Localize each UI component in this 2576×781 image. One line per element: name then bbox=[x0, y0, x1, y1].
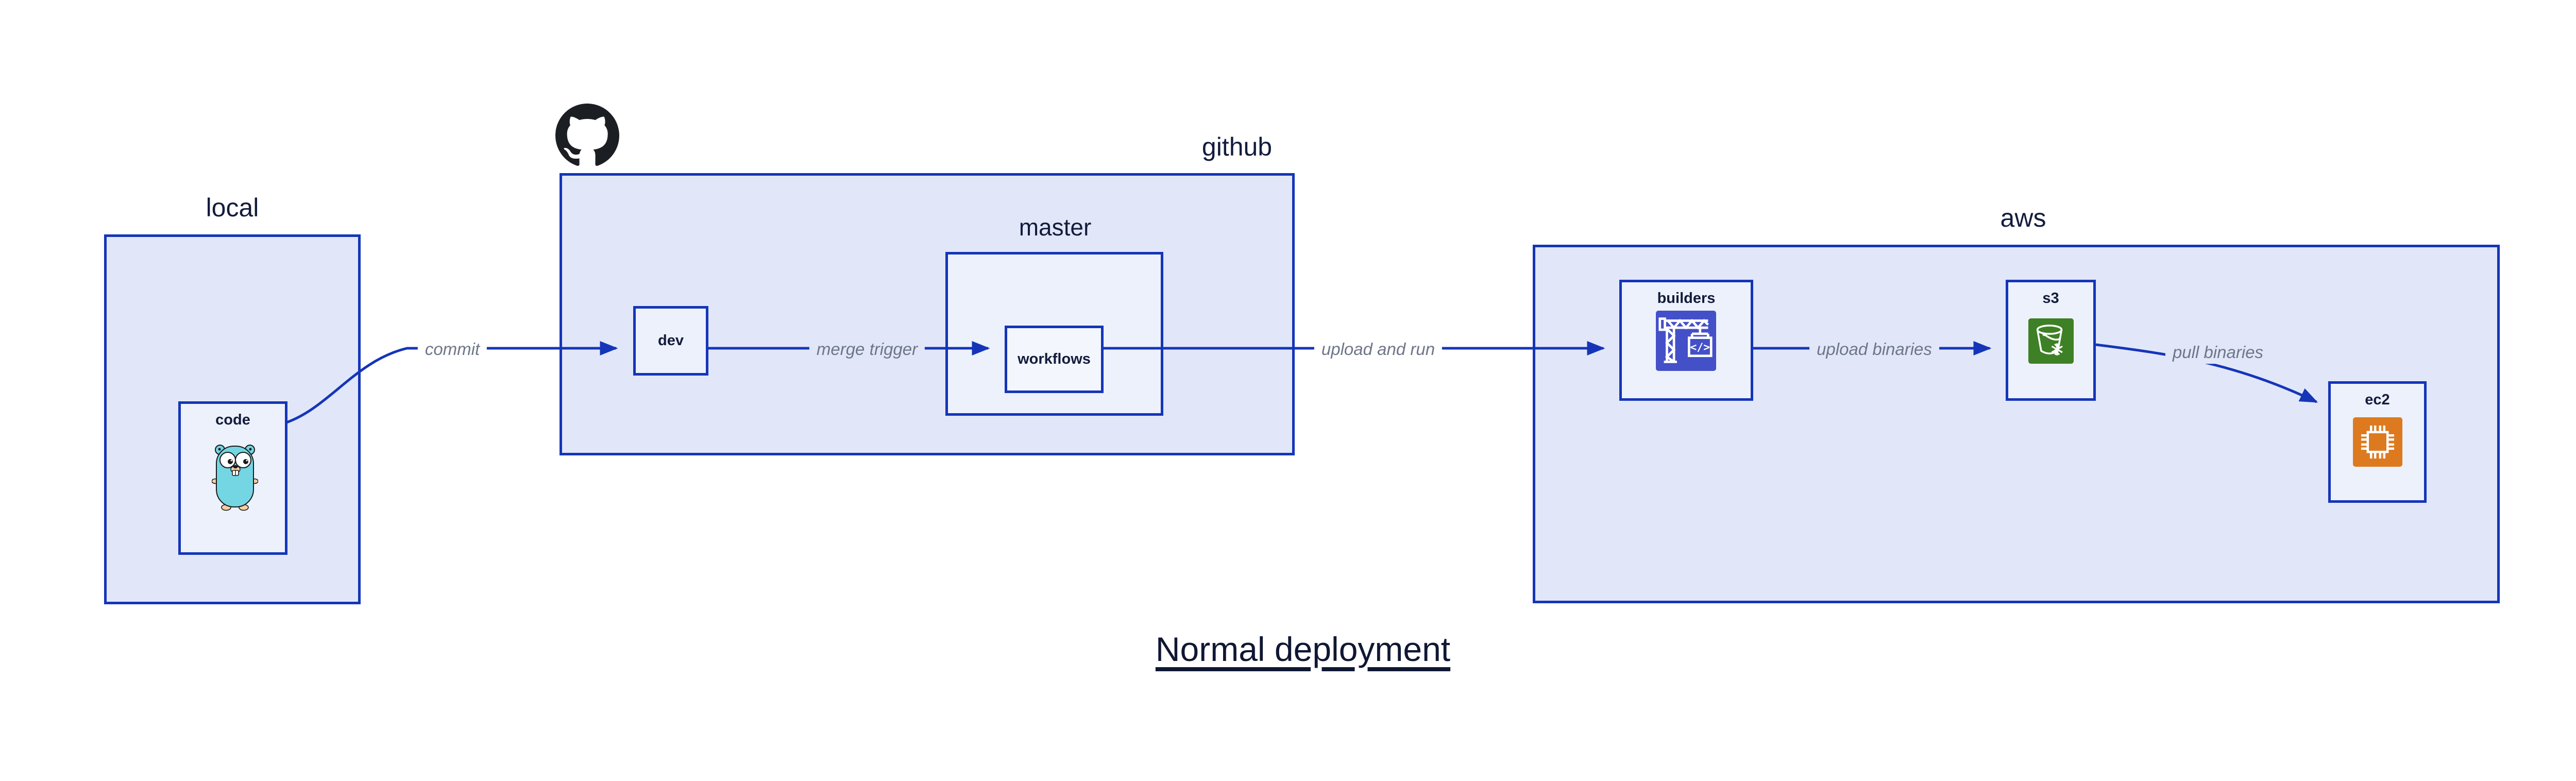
group-aws-label: aws bbox=[2000, 203, 2046, 232]
diagram-title: Normal deployment bbox=[1155, 630, 1451, 668]
edge-upload-and-run-label: upload and run bbox=[1314, 338, 1443, 361]
node-dev: dev bbox=[633, 306, 708, 376]
edge-merge-trigger-label: merge trigger bbox=[809, 338, 925, 361]
group-master-label: master bbox=[1019, 214, 1092, 241]
node-code-label: code bbox=[215, 412, 250, 428]
go-gopher-icon bbox=[212, 442, 258, 511]
edge-upload-binaries-label: upload binaries bbox=[1809, 338, 1939, 361]
group-local-label: local bbox=[206, 193, 259, 222]
node-dev-label: dev bbox=[658, 332, 684, 349]
node-ec2-label: ec2 bbox=[2365, 392, 2390, 408]
edge-pull-binaries-label: pull binaries bbox=[2165, 341, 2271, 364]
edge-commit-label: commit bbox=[417, 338, 487, 361]
node-workflows: workflows bbox=[1005, 326, 1104, 393]
group-github-label: github bbox=[1201, 132, 1273, 161]
node-workflows-label: workflows bbox=[1018, 350, 1091, 367]
codebuild-code-glyph: </> bbox=[1690, 341, 1710, 354]
node-builders-label: builders bbox=[1657, 290, 1716, 307]
github-logo-icon bbox=[555, 104, 619, 167]
node-s3-label: s3 bbox=[2042, 290, 2059, 307]
codebuild-crane-icon: </> bbox=[1656, 311, 1716, 371]
s3-bucket-snowflake-icon bbox=[2028, 318, 2074, 364]
ec2-chip-icon bbox=[2353, 417, 2402, 467]
